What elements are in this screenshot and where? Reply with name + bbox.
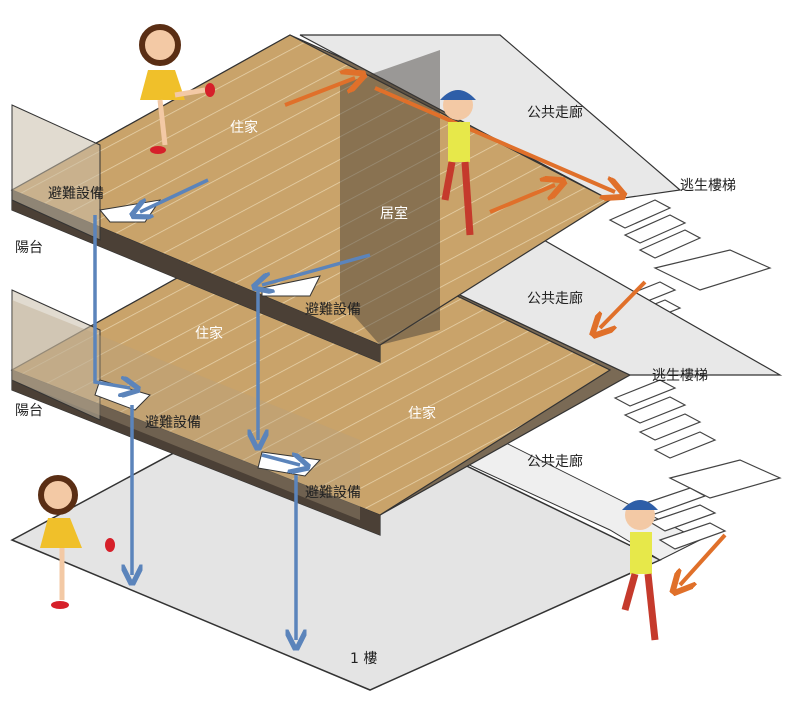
- top-equipment-left-label: 避難設備: [48, 186, 104, 202]
- boy-figure-top: [440, 90, 476, 236]
- mid-balcony-label: 陽台: [15, 403, 43, 419]
- top-stairs-label: 逃生樓梯: [680, 178, 736, 194]
- girl-figure-ground: [38, 475, 115, 609]
- mid-equipment-left-label: 避難設備: [145, 415, 201, 431]
- top-equipment-mid-label: 避難設備: [305, 302, 361, 318]
- girl-figure-top: [139, 24, 215, 154]
- equipment-route-arrows: [93, 178, 371, 640]
- boy-figure-ground: [621, 500, 659, 641]
- mid-home-right-label: 住家: [408, 405, 436, 422]
- middle-balcony-glass: [11, 289, 101, 421]
- room-divider-wall: [340, 50, 440, 345]
- escape-route-arrows: [284, 78, 727, 585]
- mid-equipment-mid-label: 避難設備: [305, 485, 361, 501]
- mid-stairs-label: 逃生樓梯: [652, 368, 708, 384]
- orange-arrow: [284, 78, 355, 107]
- top-room-label: 居室: [380, 205, 408, 222]
- ground-corridor-label: 公共走廊: [527, 453, 583, 470]
- top-balcony-label: 陽台: [15, 240, 43, 256]
- ground-floor-label: 1 樓: [350, 651, 377, 667]
- top-corridor-label: 公共走廊: [527, 104, 583, 121]
- mid-corridor-label: 公共走廊: [527, 290, 583, 307]
- orange-arrow: [489, 185, 555, 214]
- mid-home-left-label: 住家: [195, 325, 223, 342]
- orange-arrow: [680, 533, 727, 585]
- orange-arrow: [374, 86, 615, 192]
- top-balcony-glass: [11, 104, 101, 241]
- orange-arrow: [600, 280, 647, 328]
- top-home-label: 住家: [230, 119, 258, 136]
